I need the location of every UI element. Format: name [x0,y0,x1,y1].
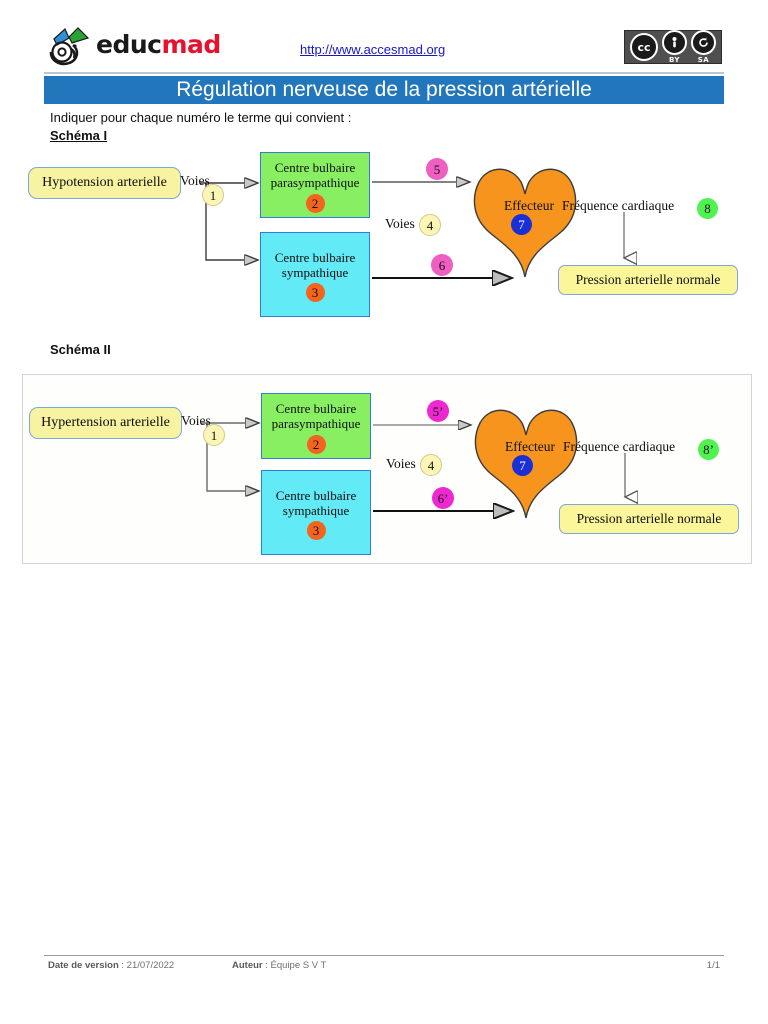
badge-6: 6 [431,254,453,276]
educmad-roof-at-logo-icon [49,27,90,66]
page-footer: Date de version : 21/07/2022 Auteur : Éq… [44,960,724,976]
badge-5: 5 [426,158,448,180]
schema-1-connectors [200,150,752,342]
badge-7: 7 [512,455,533,476]
schema-1-diagram: Hypotension arterielle Voies 1 Centre bu… [22,150,752,332]
result-label: Pression arterielle normale [576,511,722,526]
symp-line-2: sympathique [281,264,349,280]
cc-sa-label: SA [697,56,710,64]
badge-1: 1 [203,424,225,446]
schema-2-diagram: Hypertension arterielle Voies 1 Centre b… [22,374,752,564]
symp-line-1: Centre bulbaire [274,249,356,265]
logo-mad-text: mad [161,30,221,59]
educmad-logo: educmad [44,24,221,68]
footer-page-number: 1/1 [706,960,720,971]
result-label: Pression arterielle normale [575,272,721,287]
frequency-label: Fréquence cardiaque [562,198,675,213]
cc-icon: cc [630,33,658,61]
badge-2: 2 [305,193,325,213]
result-box: Pression arterielle normale [558,265,738,295]
result-box: Pression arterielle normale [559,504,739,534]
share-alike-icon [691,30,716,55]
cc-by-label: BY [668,56,681,64]
footer-author: Auteur : Équipe S V T [232,960,326,971]
stimulus-label: Hypertension arterielle [41,415,170,431]
badge-1: 1 [202,184,224,206]
cc-sa: SA [691,30,716,64]
instruction-text: Indiquer pour chaque numéro le terme qui… [50,110,352,125]
voies-mid-label: Voies [386,456,416,471]
centre-bulbaire-parasympathique-box: Centre bulbaire parasympathique 2 [260,152,370,218]
footer-date-value: : 21/07/2022 [118,960,175,971]
cc-mark: cc [630,33,658,61]
badge-5-prime: 5’ [427,400,449,422]
schema-2-connectors [201,375,753,567]
badge-2: 2 [306,434,326,454]
person-icon [662,30,687,55]
footer-date-key: Date de version [48,960,119,971]
badge-4: 4 [420,454,442,476]
schema-1-label: Schéma I [50,128,108,143]
centre-bulbaire-parasympathique-box: Centre bulbaire parasympathique 2 [261,393,371,459]
symp-line-1: Centre bulbaire [275,487,357,503]
cc-by: BY [662,30,687,64]
para-line-2: parasympathique [271,416,361,431]
schema-2-label: Schéma II [50,342,111,357]
effector-label: Effecteur [504,198,554,213]
creative-commons-badge: cc BY SA [624,30,722,64]
page-title: Régulation nerveuse de la pression artér… [44,76,724,104]
badge-8: 8 [697,198,718,219]
stimulus-box: Hypotension arterielle [28,167,181,199]
stimulus-box: Hypertension arterielle [29,407,182,439]
header-divider [44,72,724,74]
badge-3: 3 [305,283,325,303]
voies-left-label: Voies [181,413,211,428]
badge-6-prime: 6’ [432,487,454,509]
para-line-1: Centre bulbaire [274,160,356,176]
educmad-wordmark: educmad [96,30,221,59]
badge-7: 7 [511,214,532,235]
badge-4: 4 [419,214,441,236]
page-header: educmad http://www.accesmad.org cc BY SA [44,22,724,72]
symp-line-2: sympathique [282,502,350,518]
effector-label: Effecteur [505,439,555,454]
footer-divider [44,955,724,956]
footer-date: Date de version : 21/07/2022 [48,960,174,971]
frequency-label: Fréquence cardiaque [563,439,676,454]
para-line-2: parasympathique [270,175,360,190]
voies-left-label: Voies [180,173,210,188]
para-line-1: Centre bulbaire [275,401,357,417]
site-url-link[interactable]: http://www.accesmad.org [300,42,446,57]
footer-author-key: Auteur [232,960,263,971]
badge-8-prime: 8’ [698,439,719,460]
centre-bulbaire-sympathique-box: Centre bulbaire sympathique 3 [261,470,371,555]
voies-mid-label: Voies [385,216,415,231]
stimulus-label: Hypotension arterielle [42,175,167,191]
footer-author-value: : Équipe S V T [262,960,327,971]
logo-educ-text: educ [96,30,162,59]
badge-3: 3 [306,521,326,541]
centre-bulbaire-sympathique-box: Centre bulbaire sympathique 3 [260,232,370,317]
